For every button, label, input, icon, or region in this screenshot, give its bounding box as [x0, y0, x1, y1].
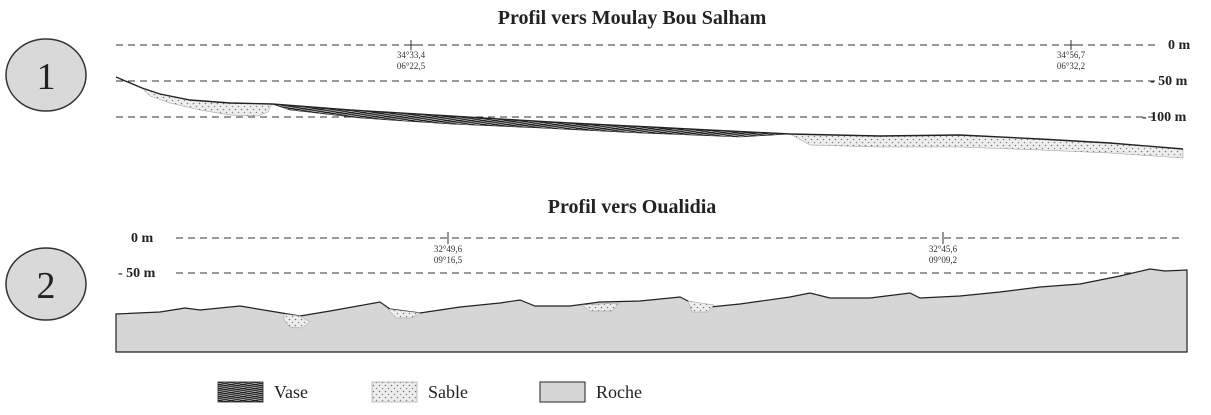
legend: Vase Sable Roche	[217, 381, 642, 403]
profile-2-marker-1: 32°49,6 09°16,5	[434, 232, 463, 265]
marker-lon: 06°32,2	[1057, 61, 1085, 71]
profile-1-depth-50: - 50 m	[1150, 74, 1188, 89]
profile-2-depth-50: - 50 m	[118, 266, 156, 281]
marker-lon: 06°22,5	[397, 61, 426, 71]
profile-1-badge: 1	[5, 38, 87, 112]
legend-label: Roche	[596, 382, 642, 402]
profile-2-sand-pocket-3	[581, 302, 621, 312]
legend-item-roche: Roche	[539, 381, 642, 403]
profile-2-badge: 2	[5, 247, 87, 321]
profile-1-depth-100: - 100 m	[1142, 110, 1187, 125]
profile-2-sand-pocket-2	[387, 308, 421, 319]
profile-1: 1 Profil vers Moulay Bou Salham 0 m - 50…	[5, 7, 1191, 159]
legend-item-sable: Sable	[371, 381, 468, 403]
profile-2-depth-0: 0 m	[131, 231, 154, 246]
legend-swatch-mud	[217, 381, 264, 403]
profile-1-sand-deposit-west	[141, 87, 273, 117]
marker-lon: 09°09,2	[929, 255, 957, 265]
marker-lat: 32°49,6	[434, 244, 463, 254]
profile-2-rock-body	[115, 268, 1188, 353]
profile-2: 2 Profil vers Oualidia 0 m - 50 m 32°49,…	[5, 196, 1188, 353]
profile-1-sand-deposit-east	[789, 133, 1184, 159]
profile-2-number: 2	[37, 265, 56, 307]
marker-lon: 09°16,5	[434, 255, 463, 265]
profile-2-sand-pocket-1	[283, 313, 311, 329]
profile-1-marker-1: 34°33,4 06°22,5	[397, 40, 426, 71]
marker-lat: 34°56,7	[1057, 50, 1086, 60]
legend-label: Vase	[274, 382, 308, 402]
profile-1-depth-0: 0 m	[1168, 38, 1191, 53]
legend-item-vase: Vase	[217, 381, 308, 403]
profile-2-marker-2: 32°45,6 09°09,2	[929, 232, 958, 265]
legend-swatch-sand	[371, 381, 418, 403]
profile-1-marker-2: 34°56,7 06°32,2	[1057, 40, 1086, 71]
profile-2-sand-pocket-4	[687, 300, 715, 313]
profile-1-seafloor-line	[115, 76, 1184, 150]
profile-1-title: Profil vers Moulay Bou Salham	[498, 7, 767, 29]
marker-lat: 32°45,6	[929, 244, 958, 254]
profile-1-number: 1	[37, 56, 56, 98]
profile-2-title: Profil vers Oualidia	[548, 196, 717, 218]
marker-lat: 34°33,4	[397, 50, 426, 60]
legend-label: Sable	[428, 382, 468, 402]
legend-swatch-rock	[539, 381, 586, 403]
